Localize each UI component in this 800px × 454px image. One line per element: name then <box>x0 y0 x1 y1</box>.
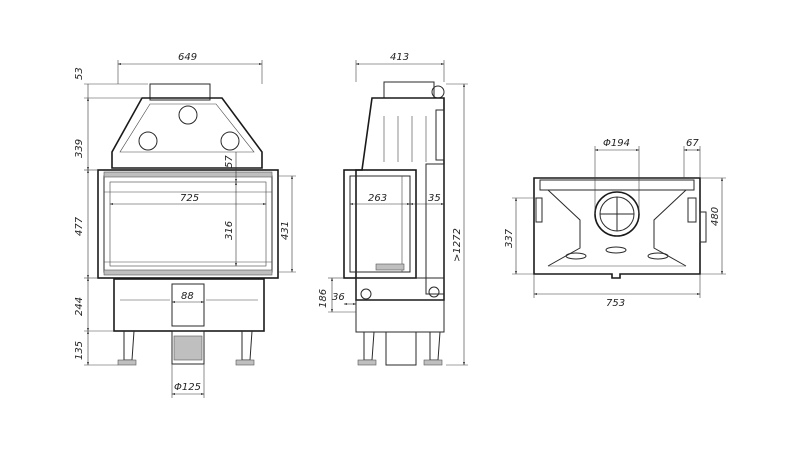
dim-inlet-height: 186 <box>318 289 329 308</box>
dim-chamber-depth: 263 <box>368 193 387 204</box>
side-view: 413 >1272 263 35 186 36 <box>318 52 468 366</box>
dim-overall-width: 753 <box>606 298 625 309</box>
hood <box>111 97 263 169</box>
dim-side-depth: 413 <box>390 52 409 63</box>
dim-legs-height: 135 <box>74 341 85 360</box>
dim-body-height: 477 <box>74 216 85 236</box>
plan-outline <box>533 177 701 279</box>
air-outlet <box>171 283 205 327</box>
hood-vent-right <box>220 131 240 151</box>
flue-cap <box>149 83 211 101</box>
dim-door-height: 431 <box>280 221 291 240</box>
side-leg-left <box>363 331 375 361</box>
side-chamber <box>343 169 417 279</box>
dim-collar-diameter: Φ194 <box>603 138 630 149</box>
firebox-body <box>97 169 279 279</box>
dim-flue-diameter: Φ125 <box>174 382 201 393</box>
dim-plan-max-depth: 480 <box>710 207 721 226</box>
dim-opening-width: 725 <box>180 193 199 204</box>
dim-hood-height: 339 <box>74 139 85 158</box>
front-view: 649 53 339 477 244 135 725 57 316 431 88 <box>74 52 296 398</box>
dim-rear-gap: 35 <box>428 193 441 204</box>
dim-collar-offset: 67 <box>686 138 699 149</box>
front-leg-left <box>123 330 135 361</box>
hood-vent-left <box>138 131 158 151</box>
dim-inlet-offset: 36 <box>332 292 345 303</box>
dim-plan-depth: 337 <box>504 228 515 248</box>
dim-inner-height: 316 <box>224 221 235 240</box>
flue-pipe <box>171 330 205 365</box>
dim-width-top: 649 <box>178 52 197 63</box>
base-box <box>113 278 265 332</box>
hood-vent-top <box>178 105 198 125</box>
plan-view: Φ194 67 753 337 480 <box>504 138 726 309</box>
dim-total-height: >1272 <box>452 228 463 262</box>
dim-base-height: 244 <box>74 297 85 316</box>
side-leg-right <box>429 331 441 361</box>
dim-inner-offset: 57 <box>224 155 235 168</box>
front-leg-right <box>241 330 253 361</box>
dim-top-cap: 53 <box>74 67 85 80</box>
dim-outlet-width: 88 <box>181 291 194 302</box>
side-flue-cap <box>383 81 435 99</box>
